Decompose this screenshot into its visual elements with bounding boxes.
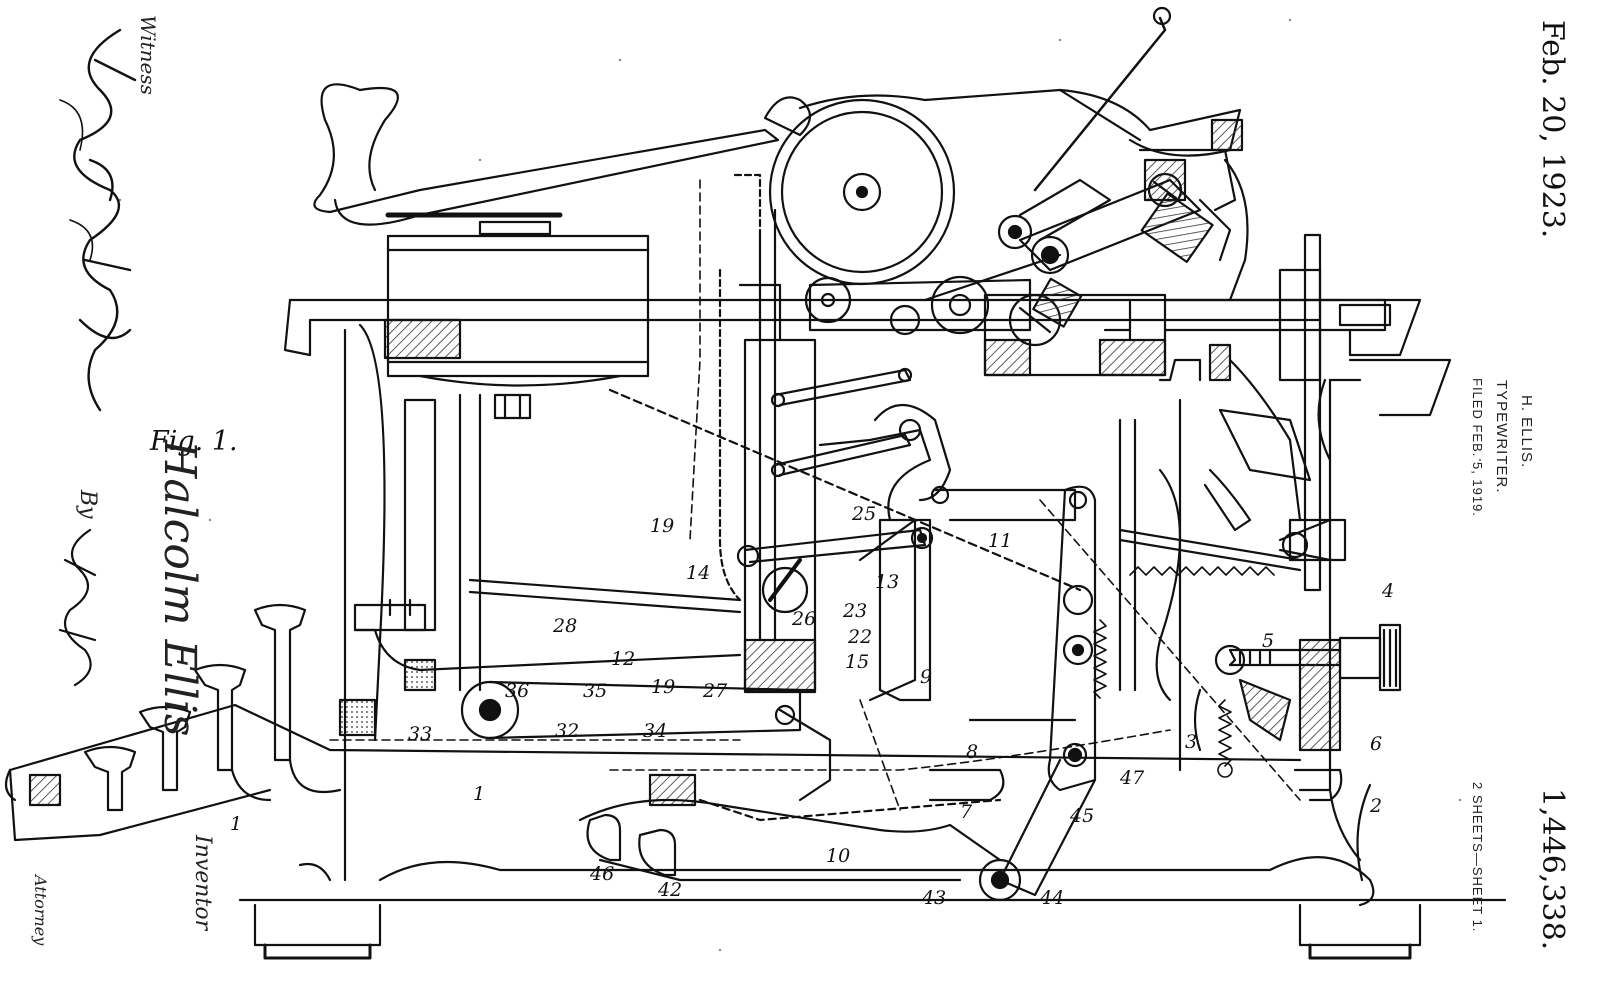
springs xyxy=(1093,528,1302,778)
svg-text:22: 22 xyxy=(847,626,872,648)
svg-text:9: 9 xyxy=(920,666,932,688)
svg-text:4: 4 xyxy=(1381,580,1394,602)
svg-text:36: 36 xyxy=(505,680,529,702)
filing-date: FILED FEB. 5, 1919. xyxy=(1470,378,1485,517)
svg-text:32: 32 xyxy=(555,720,579,742)
typewriter-figure xyxy=(4,6,1507,960)
keys xyxy=(83,603,377,812)
invention-title: TYPEWRITER. xyxy=(1493,380,1510,494)
svg-text:1: 1 xyxy=(473,783,485,805)
svg-text:34: 34 xyxy=(643,720,667,742)
svg-text:45: 45 xyxy=(1069,805,1094,827)
svg-text:13: 13 xyxy=(875,571,899,593)
svg-text:2: 2 xyxy=(1369,795,1382,817)
inventor-signature: Halcolm Ellis xyxy=(154,440,205,737)
inventor-label: Inventor xyxy=(190,835,215,931)
platen-assembly xyxy=(768,6,1249,302)
svg-text:12: 12 xyxy=(611,648,635,670)
figure-label: Fig. 1. xyxy=(149,426,238,457)
phantom-outlines xyxy=(329,179,1301,811)
svg-text:5: 5 xyxy=(1262,630,1274,652)
sheet-count: 2 SHEETS—SHEET 1. xyxy=(1470,782,1485,933)
svg-text:10: 10 xyxy=(826,845,850,867)
svg-text:1: 1 xyxy=(230,813,242,835)
svg-text:15: 15 xyxy=(845,651,869,673)
type-segment-block xyxy=(983,277,1167,377)
svg-text:43: 43 xyxy=(921,887,946,909)
svg-text:33: 33 xyxy=(408,723,432,745)
attorney-label: Attorney xyxy=(31,875,50,946)
section-details xyxy=(4,378,1332,802)
svg-text:8: 8 xyxy=(966,741,978,763)
svg-text:25: 25 xyxy=(851,503,876,525)
main-uprights xyxy=(403,173,1182,772)
roller-bar-assembly xyxy=(460,680,832,802)
svg-text:28: 28 xyxy=(552,615,577,637)
base-frame xyxy=(238,323,1507,960)
svg-text:23: 23 xyxy=(842,600,867,622)
svg-text:47: 47 xyxy=(1119,767,1145,789)
svg-text:11: 11 xyxy=(988,530,1012,552)
svg-text:3: 3 xyxy=(1185,731,1197,753)
svg-text:19: 19 xyxy=(651,676,675,698)
inventor-caption: H. ELLIS. xyxy=(1518,395,1535,469)
witness-signature xyxy=(59,28,137,412)
escapement-mechanism xyxy=(1158,233,1392,592)
by-label: By xyxy=(75,490,100,519)
key-levers xyxy=(8,598,1302,842)
carriage-knob-assembly xyxy=(1214,623,1402,752)
ribbon-spool xyxy=(385,212,650,420)
svg-text:19: 19 xyxy=(650,515,674,537)
patent-date: Feb. 20, 1923. xyxy=(1535,20,1570,239)
linkage-rods xyxy=(608,367,1082,614)
svg-text:7: 7 xyxy=(960,801,973,823)
typebar-linkage xyxy=(997,158,1232,275)
svg-text:42: 42 xyxy=(657,879,682,901)
svg-text:46: 46 xyxy=(589,863,614,885)
paper-specks xyxy=(118,18,1482,952)
svg-text:26: 26 xyxy=(791,608,816,630)
svg-text:14: 14 xyxy=(686,562,710,584)
attorney-signature xyxy=(58,528,97,687)
feed-rollers xyxy=(804,253,1062,336)
svg-text:44: 44 xyxy=(1039,887,1064,909)
reference-numerals: 19 25 11 14 13 28 26 23 22 12 15 9 36 35… xyxy=(230,503,1394,909)
svg-text:27: 27 xyxy=(702,680,728,702)
svg-text:35: 35 xyxy=(583,680,607,702)
svg-text:6: 6 xyxy=(1370,733,1382,755)
carriage-return-lever xyxy=(313,83,812,226)
patent-number: 1,446,338. xyxy=(1535,788,1570,951)
bell-crank-levers xyxy=(858,485,1097,902)
lower-linkage xyxy=(578,773,1002,882)
